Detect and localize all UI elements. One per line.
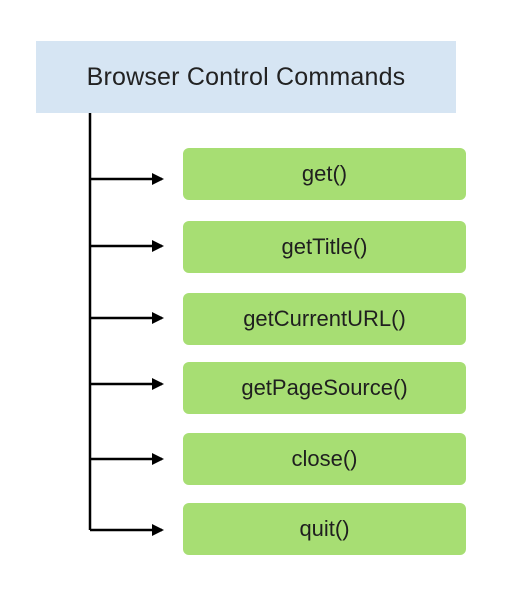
command-node-get: get() [183,148,466,200]
command-node-getpagesource: getPageSource() [183,362,466,414]
command-node-quit: quit() [183,503,466,555]
root-node-label: Browser Control Commands [86,62,406,91]
command-node-getcurrenturl: getCurrentURL() [183,293,466,345]
command-label: getCurrentURL() [243,306,406,331]
root-node: Browser Control Commands [36,41,456,113]
command-label: quit() [299,516,350,541]
command-label: getPageSource() [241,375,408,400]
command-label: get() [301,161,348,186]
command-label: close() [291,446,358,471]
command-node-gettitle: getTitle() [183,221,466,273]
command-label: getTitle() [281,234,368,259]
command-node-close: close() [183,433,466,485]
